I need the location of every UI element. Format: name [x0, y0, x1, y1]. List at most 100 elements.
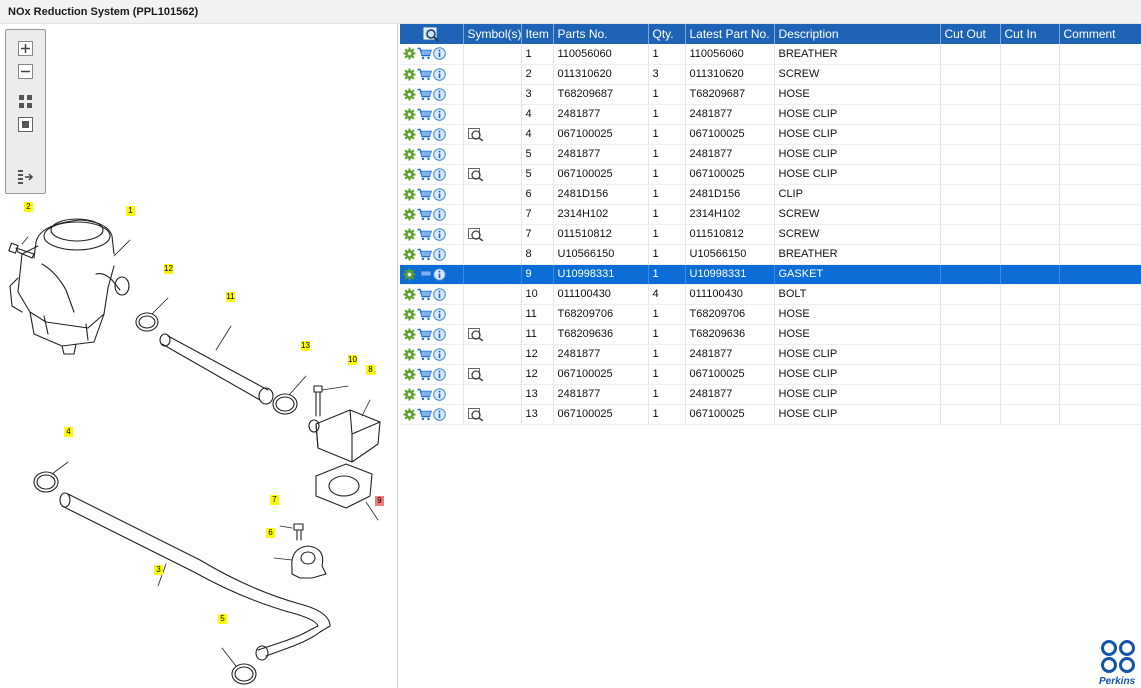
gear-icon[interactable] — [403, 228, 416, 241]
callout-item-2[interactable]: 2 — [24, 202, 33, 212]
column-header-item[interactable]: Item — [521, 24, 554, 44]
column-header-parts-no[interactable]: Parts No. — [553, 24, 649, 44]
cart-icon[interactable] — [417, 388, 432, 401]
info-icon[interactable] — [433, 167, 446, 181]
gear-icon[interactable] — [403, 328, 416, 341]
zoom-in-button[interactable] — [15, 38, 36, 59]
cart-icon[interactable] — [417, 308, 432, 321]
picture-reference-icon[interactable] — [467, 327, 484, 342]
diagram-pane[interactable]: 2 1 12 11 10 13 8 4 9 7 6 3 5 — [0, 24, 398, 688]
info-icon[interactable] — [433, 387, 446, 401]
info-icon[interactable] — [433, 187, 446, 201]
picture-reference-icon[interactable] — [467, 407, 484, 422]
callout-item-7[interactable]: 7 — [270, 495, 279, 505]
gear-icon[interactable] — [403, 348, 416, 361]
zoom-out-button[interactable] — [15, 61, 36, 82]
gear-icon[interactable] — [403, 208, 416, 221]
info-icon[interactable] — [433, 87, 446, 101]
gear-icon[interactable] — [403, 148, 416, 161]
cart-icon[interactable] — [417, 68, 432, 81]
gear-icon[interactable] — [403, 168, 416, 181]
info-icon[interactable] — [433, 67, 446, 81]
callout-item-5[interactable]: 5 — [218, 614, 227, 624]
callout-item-10[interactable]: 10 — [348, 355, 357, 365]
cart-icon[interactable] — [417, 168, 432, 181]
gear-icon[interactable] — [403, 248, 416, 261]
info-icon[interactable] — [433, 247, 446, 261]
column-header-cut-in[interactable]: Cut In — [1000, 24, 1060, 44]
cart-icon[interactable] — [417, 408, 432, 421]
gear-icon[interactable] — [403, 88, 416, 101]
gear-icon[interactable] — [403, 188, 416, 201]
info-icon[interactable] — [433, 347, 446, 361]
callout-item-6[interactable]: 6 — [266, 528, 275, 538]
callout-item-4[interactable]: 4 — [64, 427, 73, 437]
callout-item-13[interactable]: 13 — [301, 341, 310, 351]
cart-icon[interactable] — [417, 47, 432, 60]
gear-icon[interactable] — [403, 108, 416, 121]
info-icon[interactable] — [433, 267, 446, 281]
info-icon[interactable] — [433, 107, 446, 121]
cart-icon[interactable] — [417, 248, 432, 261]
info-icon[interactable] — [433, 307, 446, 321]
gear-icon[interactable] — [403, 268, 416, 281]
info-icon[interactable] — [433, 367, 446, 381]
gear-icon[interactable] — [403, 308, 416, 321]
picture-reference-icon[interactable] — [467, 127, 484, 142]
column-header-latest-part-no[interactable]: Latest Part No. — [685, 24, 775, 44]
column-header-description[interactable]: Description — [774, 24, 941, 44]
picture-reference-icon[interactable] — [467, 227, 484, 242]
cart-icon[interactable] — [417, 288, 432, 301]
callout-item-8[interactable]: 8 — [366, 365, 375, 375]
gear-icon[interactable] — [403, 368, 416, 381]
cart-icon[interactable] — [417, 188, 432, 201]
callout-item-9[interactable]: 9 — [375, 496, 384, 506]
callout-item-1[interactable]: 1 — [126, 206, 135, 216]
column-header-qty[interactable]: Qty. — [648, 24, 686, 44]
column-header-comment[interactable]: Comment — [1059, 24, 1141, 44]
column-header-symbols[interactable]: Symbol(s) — [463, 24, 522, 44]
cart-icon[interactable] — [417, 368, 432, 381]
toggle-panel-button[interactable] — [15, 166, 36, 187]
gear-icon[interactable] — [403, 128, 416, 141]
fit-all-button[interactable] — [15, 91, 36, 112]
picture-reference-icon[interactable] — [467, 167, 484, 182]
callout-item-11[interactable]: 11 — [226, 292, 235, 302]
column-header-actions[interactable] — [400, 24, 464, 44]
gear-icon[interactable] — [403, 47, 416, 60]
picture-reference-icon[interactable] — [467, 367, 484, 382]
info-icon[interactable] — [433, 327, 446, 341]
info-icon[interactable] — [433, 227, 446, 241]
cart-icon[interactable] — [417, 148, 432, 161]
cart-icon[interactable] — [417, 228, 432, 241]
cart-icon[interactable] — [417, 208, 432, 221]
info-icon[interactable] — [433, 47, 446, 61]
info-icon[interactable] — [433, 147, 446, 161]
cart-icon[interactable] — [417, 108, 432, 121]
cart-icon[interactable] — [417, 328, 432, 341]
callout-item-12[interactable]: 12 — [164, 264, 173, 274]
info-icon[interactable] — [433, 287, 446, 301]
info-icon[interactable] — [433, 407, 446, 421]
gear-icon[interactable] — [403, 68, 416, 81]
cart-icon[interactable] — [417, 128, 432, 141]
